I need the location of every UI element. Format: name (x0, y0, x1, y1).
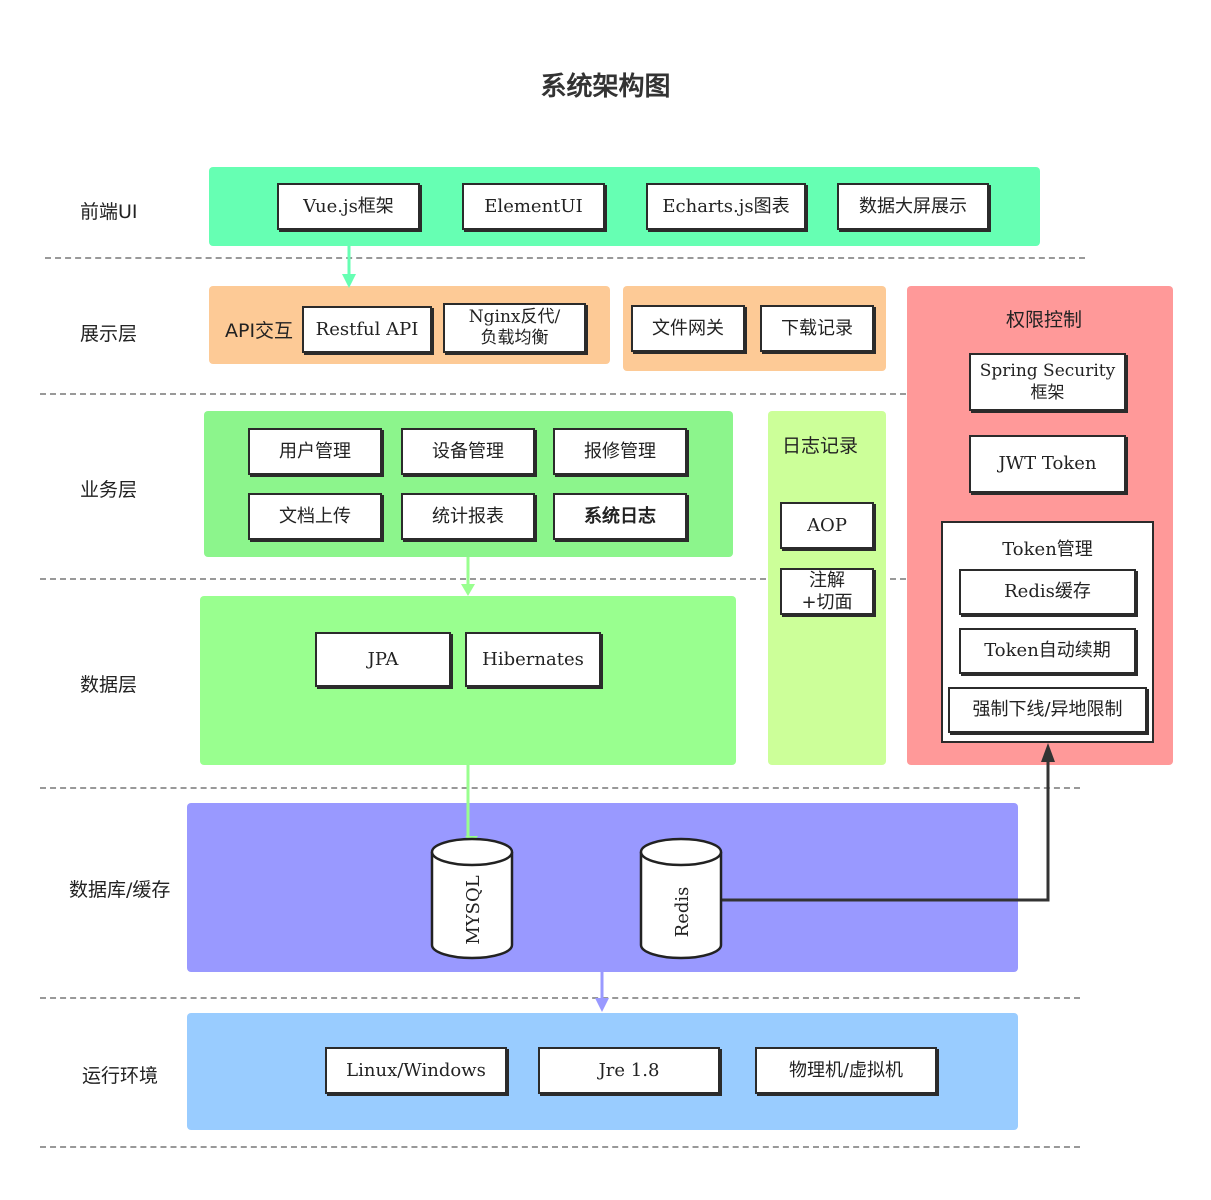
device-management-box: 设备管理 (401, 428, 535, 475)
token-renew-box: Token自动续期 (959, 628, 1136, 674)
system-log-box: 系统日志 (553, 493, 687, 540)
diagram-title: 系统架构图 (540, 72, 671, 102)
layer-label-business: 业务层 (80, 479, 138, 501)
physical-virtual-machine-box: 物理机/虚拟机 (755, 1047, 937, 1094)
document-upload-box: 文档上传 (248, 493, 382, 540)
elementui-box: ElementUI (462, 183, 605, 230)
mysql-label: MYSQL (463, 875, 484, 944)
arrow-redis-to-token-management (722, 743, 1055, 902)
separator (40, 997, 1080, 999)
separator (40, 1146, 1080, 1148)
user-management-box: 用户管理 (248, 428, 382, 475)
restful-api-box: Restful API (302, 306, 432, 353)
token-management-label: Token管理 (1002, 539, 1093, 560)
nginx-box: Nginx反代/ 负载均衡 (443, 303, 586, 353)
aop-box: AOP (780, 502, 874, 549)
force-logout-box: 强制下线/异地限制 (948, 687, 1147, 733)
layer-label-frontend: 前端UI (80, 201, 138, 223)
jre-box: Jre 1.8 (538, 1047, 720, 1094)
download-log-box: 下载记录 (760, 305, 874, 352)
arrow-business-to-data (461, 557, 475, 596)
arrow-data-to-mysql (465, 765, 478, 844)
jwt-token-box: JWT Token (969, 435, 1126, 493)
linux-windows-box: Linux/Windows (325, 1047, 507, 1094)
separator (40, 578, 906, 580)
repair-management-box: 报修管理 (553, 428, 687, 475)
redis-cylinder: Redis (639, 837, 723, 960)
auth-zone-label: 权限控制 (1006, 309, 1083, 331)
layer-label-display: 展示层 (80, 323, 138, 345)
separator (45, 257, 1085, 259)
dashboard-display-box: 数据大屏展示 (837, 183, 989, 230)
redis-label: Redis (672, 887, 693, 938)
db-zone (187, 803, 1018, 972)
arrow-db-to-runtime (595, 972, 609, 1012)
vue-framework-box: Vue.js框架 (277, 183, 420, 230)
layer-label-runtime: 运行环境 (82, 1065, 159, 1087)
hibernates-box: Hibernates (465, 632, 601, 687)
separator (40, 787, 1080, 789)
api-zone-label: API交互 (225, 320, 294, 342)
logging-zone-label: 日志记录 (782, 435, 859, 457)
mysql-cylinder: MYSQL (430, 837, 514, 960)
annotation-aspect-box: 注解 +切面 (780, 568, 874, 615)
file-gateway-box: 文件网关 (631, 305, 745, 352)
layer-label-db: 数据库/缓存 (69, 879, 171, 901)
statistics-report-box: 统计报表 (401, 493, 535, 540)
spring-security-box: Spring Security 框架 (969, 353, 1126, 411)
echarts-box: Echarts.js图表 (646, 183, 806, 230)
arrow-frontend-to-display (342, 246, 356, 288)
redis-cache-box: Redis缓存 (959, 569, 1136, 615)
layer-label-data: 数据层 (80, 674, 138, 696)
separator (40, 393, 906, 395)
jpa-box: JPA (315, 632, 451, 687)
